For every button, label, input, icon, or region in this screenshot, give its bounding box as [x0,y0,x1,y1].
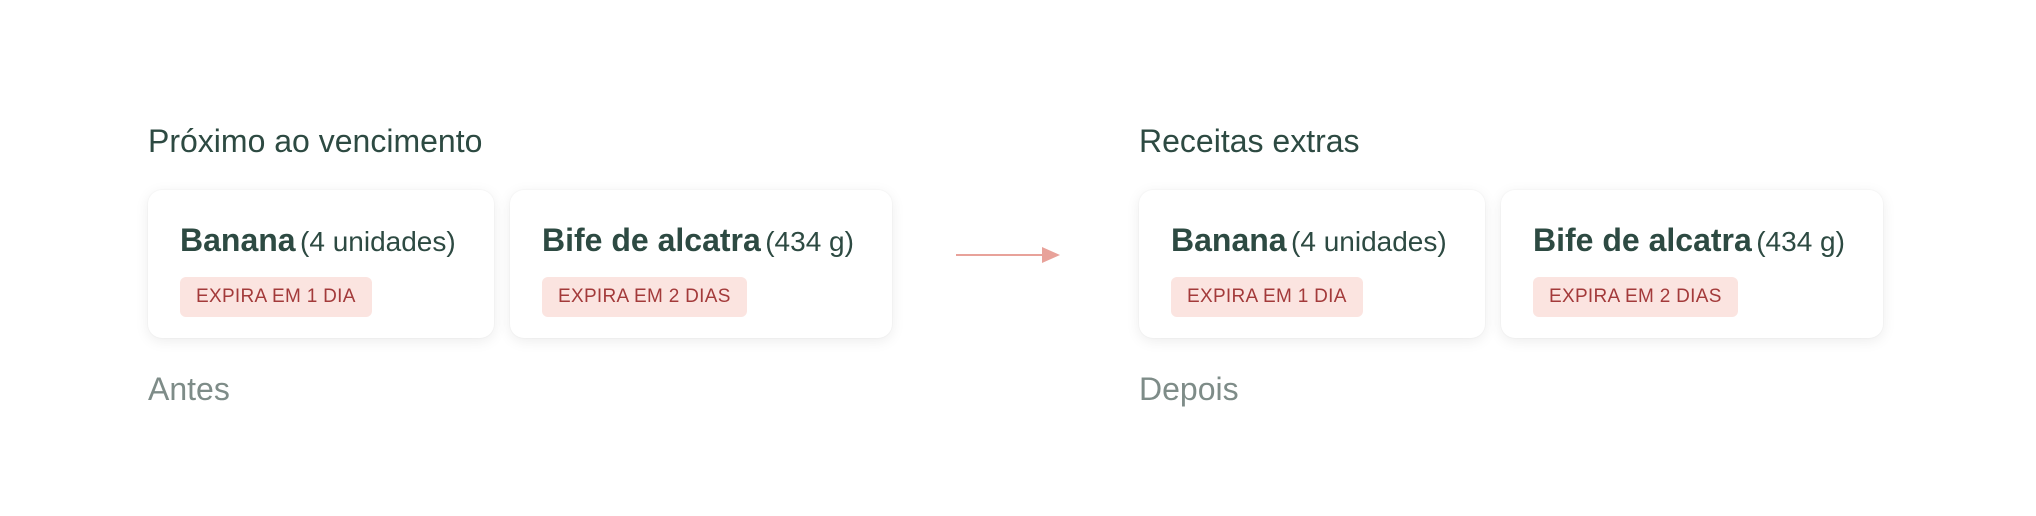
item-quantity: (434 g) [1756,226,1845,257]
item-heading: Banana (4 unidades) [180,218,462,262]
item-heading: Banana (4 unidades) [1171,218,1453,262]
item-quantity: (4 unidades) [1291,226,1447,257]
item-name: Banana [180,222,296,258]
item-name: Bife de alcatra [1533,222,1752,258]
item-quantity: (434 g) [765,226,854,257]
item-heading: Bife de alcatra (434 g) [542,218,860,262]
section-title-before: Próximo ao vencimento [148,123,483,159]
item-heading: Bife de alcatra (434 g) [1533,218,1851,262]
card-list-before: Banana (4 unidades) EXPIRA EM 1 DIA Bife… [148,190,892,338]
item-name: Bife de alcatra [542,222,761,258]
item-card-bife[interactable]: Bife de alcatra (434 g) EXPIRA EM 2 DIAS [510,190,892,338]
before-panel: Próximo ao vencimento Banana (4 unidades… [148,120,892,410]
item-card-bife[interactable]: Bife de alcatra (434 g) EXPIRA EM 2 DIAS [1501,190,1883,338]
item-card-banana[interactable]: Banana (4 unidades) EXPIRA EM 1 DIA [148,190,494,338]
after-panel: Receitas extras Banana (4 unidades) EXPI… [1139,120,1883,410]
expiry-badge: EXPIRA EM 1 DIA [1171,277,1363,317]
item-card-banana[interactable]: Banana (4 unidades) EXPIRA EM 1 DIA [1139,190,1485,338]
item-quantity: (4 unidades) [300,226,456,257]
item-name: Banana [1171,222,1287,258]
section-title-after: Receitas extras [1139,123,1360,159]
caption-before: Antes [148,371,230,407]
expiry-badge: EXPIRA EM 2 DIAS [542,277,747,317]
card-list-after: Banana (4 unidades) EXPIRA EM 1 DIA Bife… [1139,190,1883,338]
expiry-badge: EXPIRA EM 2 DIAS [1533,277,1738,317]
arrow-right-icon [956,247,1060,263]
expiry-badge: EXPIRA EM 1 DIA [180,277,372,317]
caption-after: Depois [1139,371,1239,407]
